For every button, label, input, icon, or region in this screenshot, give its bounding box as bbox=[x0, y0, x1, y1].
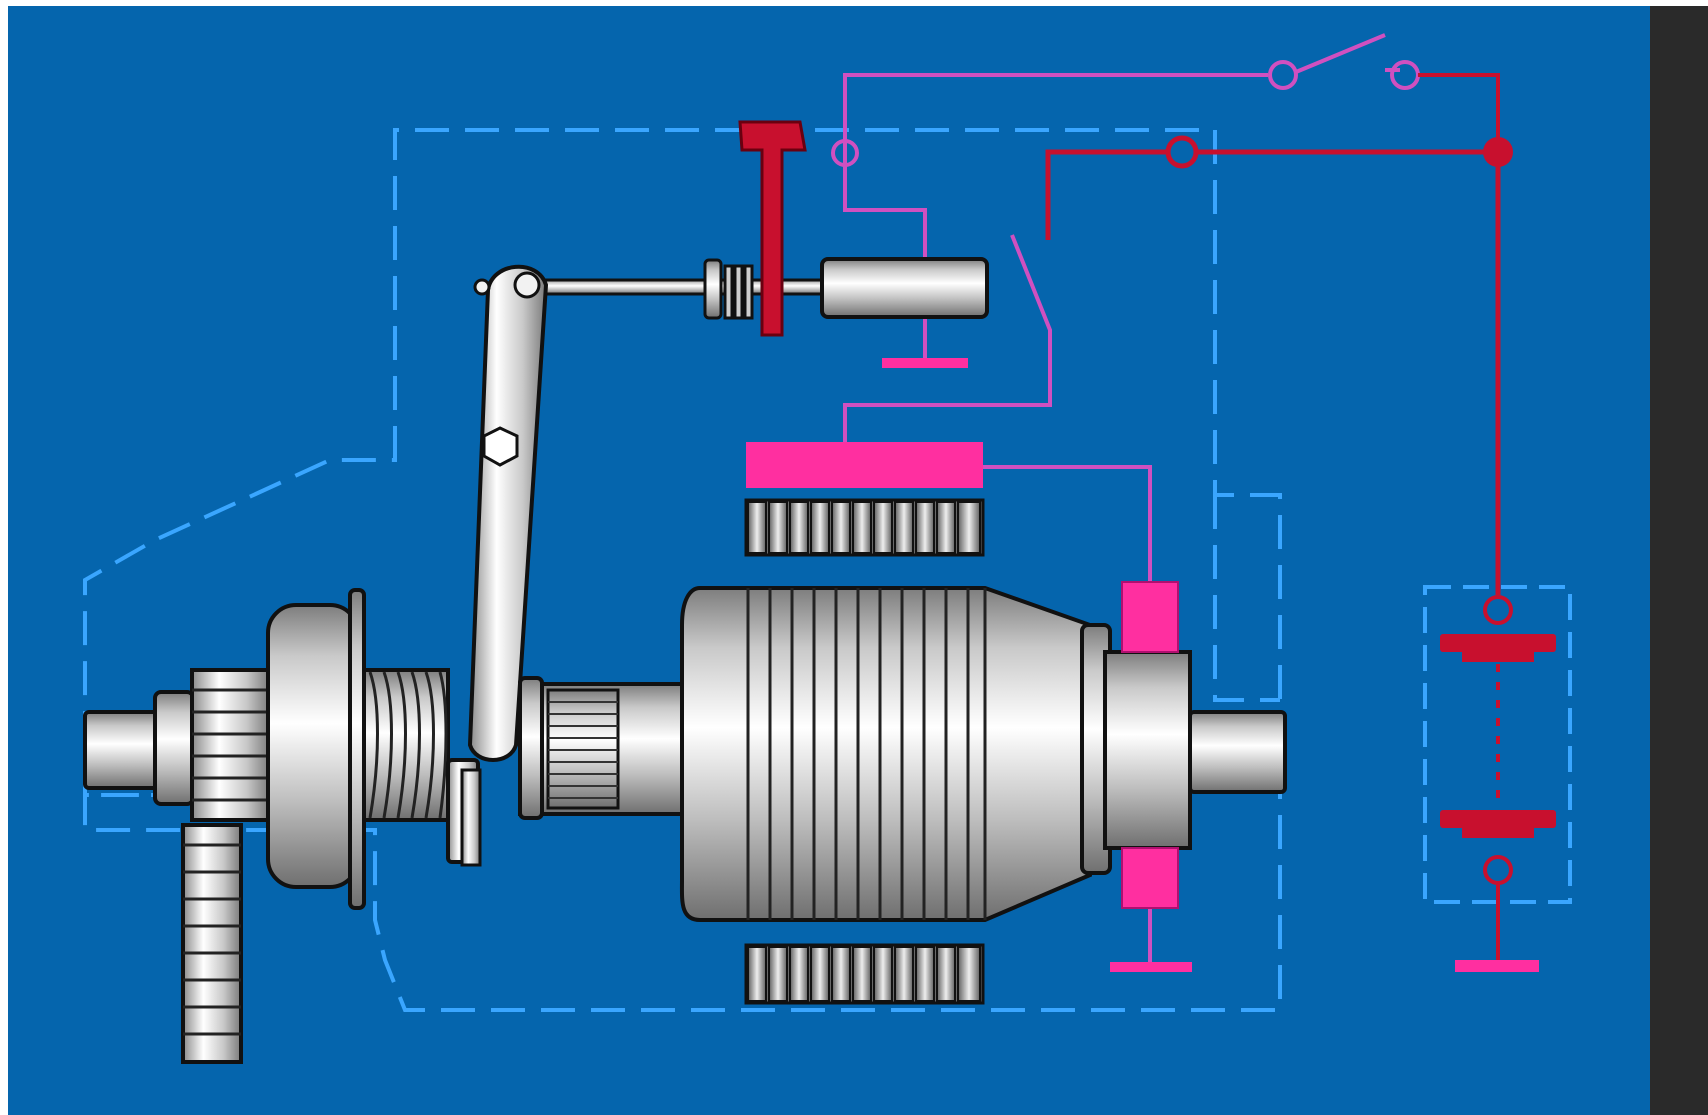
clutch-flange bbox=[348, 588, 366, 910]
housing-inner-step bbox=[1213, 495, 1280, 702]
pinion-gear bbox=[190, 668, 272, 822]
ground-icon bbox=[1455, 960, 1539, 972]
switch-feed-wire bbox=[1418, 73, 1500, 152]
armature-laminations bbox=[746, 588, 987, 920]
shaft-ring bbox=[518, 676, 544, 820]
lever-pin bbox=[473, 278, 491, 296]
solenoid-feed-wire bbox=[843, 165, 927, 268]
diagram-panel bbox=[8, 6, 1650, 1115]
lever-pivot bbox=[513, 271, 541, 299]
shaft-splines bbox=[546, 688, 620, 810]
contact-disc bbox=[738, 120, 807, 337]
helical-spline bbox=[362, 668, 450, 822]
ring-gear bbox=[181, 823, 243, 1064]
shift-lever bbox=[467, 264, 549, 762]
brush-top bbox=[1121, 581, 1179, 653]
field-pole-bottom bbox=[744, 943, 985, 1005]
contact-wire bbox=[843, 234, 1052, 445]
field-pole-top bbox=[744, 498, 985, 557]
shaft-rear-end bbox=[1188, 710, 1287, 794]
switch-terminal-left bbox=[1268, 60, 1298, 90]
switch-icon bbox=[1295, 33, 1386, 74]
return-spring bbox=[723, 264, 754, 320]
field-wire bbox=[980, 465, 1152, 585]
battery-icon bbox=[1440, 595, 1556, 960]
ground-icon bbox=[1110, 962, 1192, 972]
engagement-collar-lug bbox=[460, 768, 482, 867]
junction-node bbox=[1483, 137, 1513, 167]
field-coil-solenoid bbox=[746, 442, 983, 488]
overrunning-clutch bbox=[266, 603, 360, 889]
plunger-collar bbox=[703, 258, 723, 320]
brush-bottom bbox=[1121, 847, 1179, 909]
solenoid-body bbox=[820, 257, 989, 319]
armature-body bbox=[679, 586, 1092, 922]
side-panel bbox=[1650, 6, 1708, 1115]
power-wire bbox=[1045, 149, 1168, 240]
commutator bbox=[1103, 650, 1192, 850]
shaft-collar bbox=[153, 690, 195, 806]
ground-icon bbox=[882, 358, 968, 368]
lever-pivot-bolt bbox=[482, 426, 519, 467]
